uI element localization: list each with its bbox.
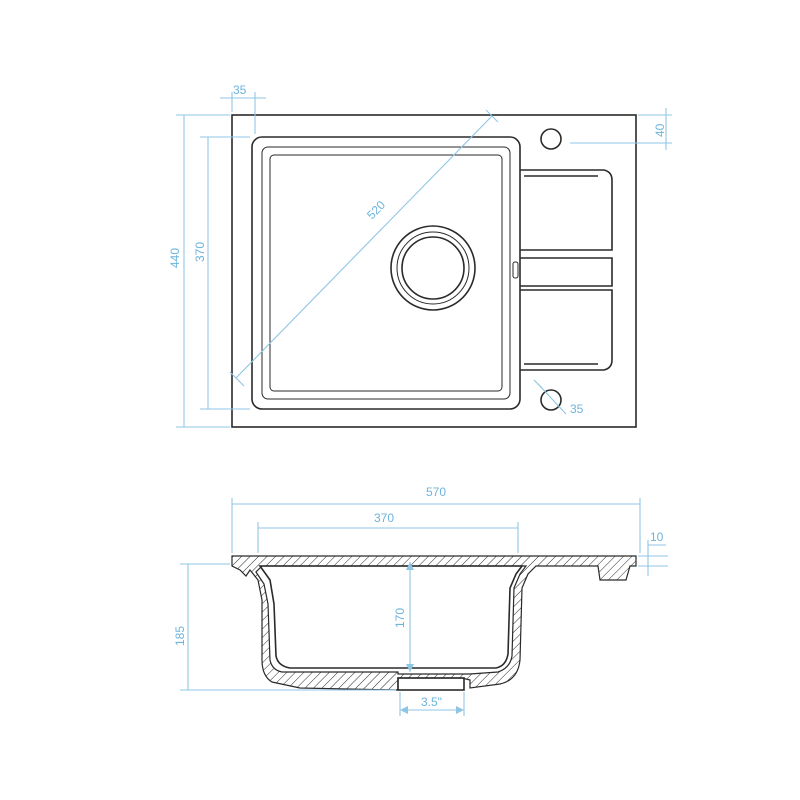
- bowl-inner-floor: [269, 154, 503, 392]
- dim-hole-top-text: 40: [653, 123, 667, 137]
- dim-hole-top: 40: [570, 108, 672, 150]
- dim-bowl-depth-text: 170: [393, 608, 407, 628]
- sink-outer-outline: [231, 114, 637, 428]
- dim-rim-thickness-text: 10: [650, 530, 664, 544]
- dim-drainer-width: 35: [220, 83, 266, 134]
- dim-hole-diameter-text: 35: [570, 402, 584, 416]
- dim-total-depth-text: 185: [173, 626, 187, 646]
- dim-drain-size-text: 3.5": [421, 695, 442, 709]
- dim-total-width-text: 570: [426, 485, 446, 499]
- tap-hole-bottom: [540, 389, 562, 411]
- dim-bowl-depth: 170: [393, 562, 414, 672]
- bowl-rim-outer: [251, 136, 521, 410]
- dim-bowl-height-text: 370: [193, 242, 207, 262]
- dim-rim-thickness: 10: [638, 530, 668, 576]
- dim-drainer-width-text: 35: [233, 83, 247, 97]
- dim-bowl-height: 370: [193, 136, 250, 410]
- dim-bowl-width: 370: [257, 511, 519, 553]
- dim-outer-height-text: 440: [168, 248, 182, 268]
- side-view: 570 370 10 185 170: [173, 485, 668, 716]
- dim-diagonal-text: 520: [364, 198, 388, 222]
- drain-outlet: [397, 677, 465, 691]
- dim-drain-size: 3.5": [399, 692, 465, 716]
- bowl-inner: [261, 146, 511, 400]
- dim-total-depth: 185: [173, 563, 396, 691]
- top-view: 35 40 520 440 370: [168, 83, 672, 428]
- drain-outer-ring: [390, 225, 476, 311]
- drain-middle-ring: [396, 231, 470, 305]
- dim-bowl-width-text: 370: [374, 511, 394, 525]
- dim-total-width: 570: [231, 485, 641, 553]
- drain-inner-ring: [401, 236, 465, 300]
- dim-hole-diameter: 35: [533, 379, 584, 416]
- bowl-inner-cavity: [258, 565, 524, 669]
- drainer-area: [512, 169, 613, 371]
- dim-outer-height: 440: [168, 114, 230, 428]
- tap-hole-top: [540, 128, 562, 150]
- bowl-section-hatched: [231, 555, 637, 691]
